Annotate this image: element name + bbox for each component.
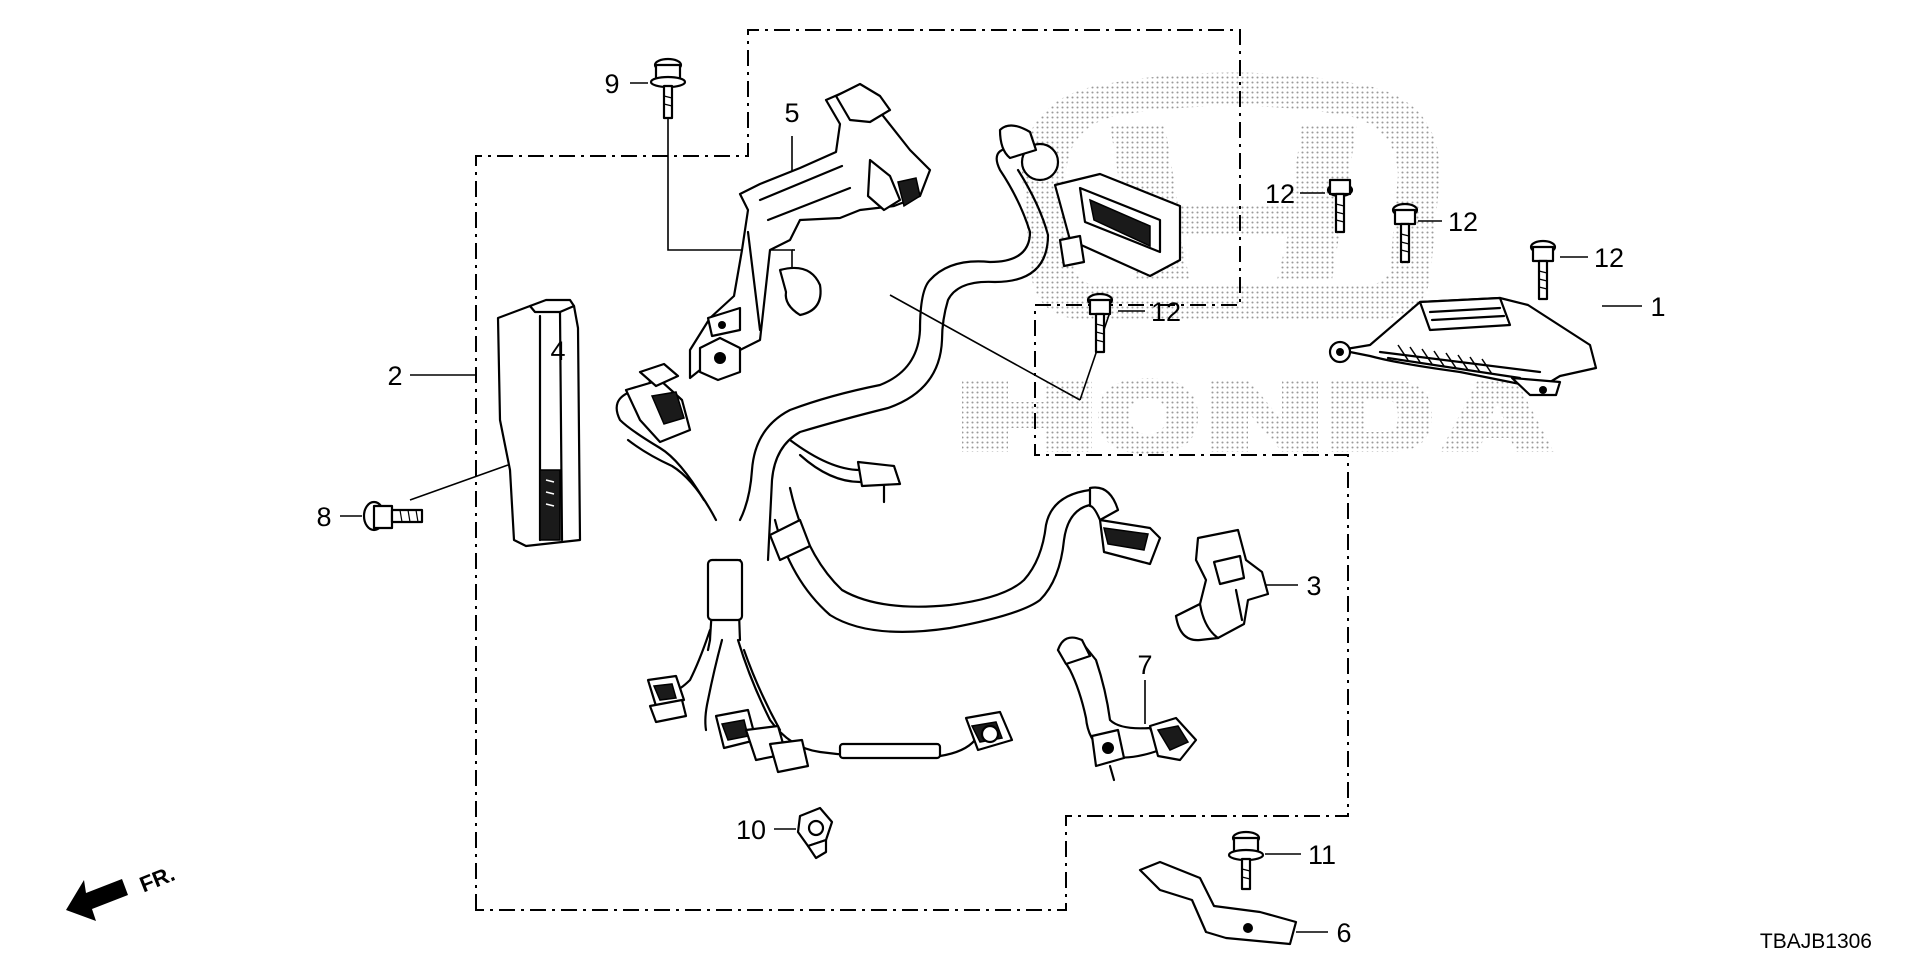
callout-12-d: 12 (1151, 297, 1181, 327)
diagram-code: TBAJB1306 (1760, 930, 1872, 953)
part-12-bolt-c (1529, 239, 1557, 301)
callout-12-b: 12 (1448, 207, 1478, 237)
part-4-harness-cover (496, 298, 582, 548)
part-6-bracket-plate (1138, 860, 1298, 946)
callout-10: 10 (736, 815, 766, 845)
callout-12-c: 12 (1594, 243, 1624, 273)
callout-7: 7 (1137, 650, 1152, 680)
part-1-control-unit (1328, 296, 1598, 397)
callout-2: 2 (387, 361, 402, 391)
callout-9: 9 (604, 69, 619, 99)
front-label: FR. (136, 861, 178, 897)
callout-12-a: 12 (1265, 179, 1295, 209)
part-9-bolt (649, 57, 687, 120)
callout-11: 11 (1308, 840, 1336, 870)
front-direction-indicator: FR. (66, 861, 178, 921)
callout-6: 6 (1336, 918, 1351, 948)
leader-lines (340, 82, 1642, 933)
callout-4: 4 (550, 336, 565, 366)
callout-3: 3 (1306, 571, 1321, 601)
part-12-bolt-b (1391, 202, 1419, 264)
callout-5: 5 (784, 98, 799, 128)
part-10-clip (796, 806, 834, 860)
callout-8: 8 (316, 502, 331, 532)
front-arrow-icon (66, 879, 128, 921)
assembly-boundary-line (475, 29, 1349, 911)
part-2-wire-harness (615, 124, 1182, 774)
part-5-bracket-holder (688, 82, 932, 382)
part-3-connector-holder (1174, 528, 1270, 642)
honda-logo-watermark (962, 72, 1554, 454)
callout-1: 1 (1650, 292, 1665, 322)
part-8-bolt (362, 500, 424, 532)
part-7-connector-hose (1056, 636, 1198, 782)
callout-labels: 1 2 3 4 5 6 7 8 9 10 11 12 12 12 12 (316, 69, 1665, 948)
part-11-bolt (1227, 830, 1265, 891)
part-12-bolt-a (1326, 178, 1354, 234)
part-12-bolt-d (1086, 292, 1114, 354)
